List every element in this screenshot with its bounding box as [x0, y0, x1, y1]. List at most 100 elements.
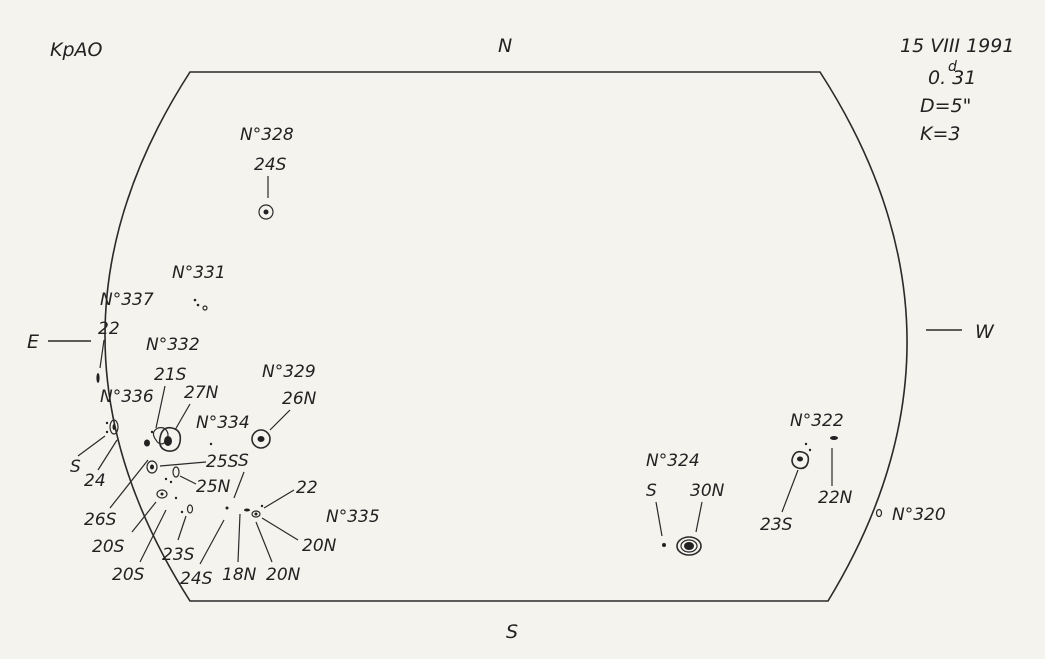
group-335-leader-18n [237, 513, 241, 563]
group-332-leader-s [155, 385, 166, 429]
solar-disk-outline [104, 71, 908, 602]
group-336-note-26s: 26S [84, 510, 117, 530]
group-336-leader-24 [97, 439, 118, 471]
sunspot-334-dot-c [209, 442, 213, 446]
group-335-note-18n: 18N [222, 565, 257, 585]
group-335-leader-20n-a [261, 517, 299, 541]
observatory-label: KpAO [50, 39, 103, 61]
group-335-note-22: 22 [296, 478, 318, 498]
sunspot-324-small [662, 543, 666, 547]
group-324-leader-30n [695, 501, 703, 533]
sunspot-331-b [196, 303, 200, 307]
group-336-note-24: 24 [84, 471, 106, 491]
group-329-label: N°329 [262, 362, 316, 382]
sunspot-336-dot-b [105, 430, 109, 434]
group-322-leader-23s [781, 469, 799, 513]
extra-note-23s: 23S [162, 545, 195, 565]
group-329-leader [269, 409, 291, 431]
sunspot-332-main-umbra [164, 436, 172, 446]
date-label: 15 VIII 1991 [900, 35, 1014, 57]
group-337-leader [99, 339, 105, 369]
group-332-note-n: 27N [184, 383, 219, 403]
group-335-note-20n-a: 20N [302, 536, 337, 556]
group-328-note: 24S [254, 155, 287, 175]
sunspot-cluster-b [186, 504, 194, 514]
group-334-note-25n: 25N [196, 477, 231, 497]
group-336-leader-26s [109, 459, 149, 509]
sunspot-329-penumbra [251, 429, 271, 449]
group-336-note-s: S [70, 457, 81, 477]
east-label: E [27, 331, 39, 353]
sunspot-332-small-umbra [144, 439, 150, 447]
group-324-note-s: S [646, 481, 657, 501]
sunspot-322-n [830, 436, 838, 440]
sunspot-335-dot-a [225, 506, 229, 510]
sunspot-328-umbra [263, 209, 269, 215]
group-332-note-s: 21S [154, 365, 187, 385]
group-322-label: N°322 [790, 411, 844, 431]
north-label: N [498, 35, 512, 57]
group-335-note-20n-b: 20N [266, 565, 301, 585]
group-334-label: N°334 [196, 413, 250, 433]
group-334-leader-25n [179, 475, 197, 485]
sunspot-334-a [146, 460, 158, 474]
group-334-note-s: S [238, 451, 249, 471]
time-sup-label: d [948, 59, 957, 75]
sunspot-332-main-penumbra [158, 426, 182, 452]
sunspot-336-dot-a [105, 421, 109, 425]
group-324-label: N°324 [646, 451, 700, 471]
sunspot-335-b [244, 508, 250, 512]
diameter-label: D=5" [920, 95, 971, 117]
sunspot-320 [875, 508, 883, 518]
sunspot-cluster-dot-a [180, 510, 184, 514]
sunspot-322-s-umbra [797, 456, 803, 462]
extra-leader-23s [177, 515, 187, 541]
sunspot-335-a [251, 510, 261, 518]
sunspot-cluster-a [156, 489, 168, 499]
k-value-label: K=3 [920, 123, 960, 145]
group-337-label: N°337 [100, 290, 154, 310]
extra-leader-20s-b [139, 509, 167, 563]
west-label: W [975, 321, 995, 343]
group-334-leader-25s [159, 461, 207, 467]
group-332-label: N°332 [146, 335, 200, 355]
extra-note-20s-a: 20S [92, 537, 125, 557]
sunspot-334-a-umbra [150, 464, 154, 470]
group-328-label: N°328 [240, 125, 294, 145]
sunspot-334-dot-a [164, 477, 168, 481]
extra-leader-24s [199, 519, 225, 565]
sunspot-336-penumbra [109, 419, 119, 435]
group-332-leader-n [174, 403, 191, 431]
sunspot-331-a [193, 298, 197, 302]
sunspot-334-dot-b [169, 480, 173, 484]
south-label: S [506, 621, 518, 643]
group-336-leader-s [77, 435, 106, 457]
group-324-note-30n: 30N [690, 481, 725, 501]
group-331-label: N°331 [172, 263, 226, 283]
group-335-label: N°335 [326, 507, 380, 527]
sunspot-328-penumbra [258, 204, 274, 220]
sunspot-337 [96, 373, 100, 383]
sunspot-332-dot [150, 430, 154, 434]
sunspot-329-umbra [257, 436, 265, 442]
group-320-label: N°320 [892, 505, 946, 525]
sunspot-322-s-penumbra [791, 450, 810, 470]
sunspot-322-dot-a [804, 442, 808, 446]
group-329-note: 26N [282, 389, 317, 409]
group-322-note-23s: 23S [760, 515, 793, 535]
group-335-leader-20n-b [255, 521, 273, 563]
group-337-note: 22 [98, 319, 120, 339]
extra-note-24s: 24S [180, 569, 213, 589]
group-334-leader-s [233, 471, 245, 499]
sunspot-335-a-umbra [254, 512, 258, 516]
group-334-note-25s: 25S [206, 452, 239, 472]
extra-note-20s-b: 20S [112, 565, 145, 585]
sunspot-324-umbra [684, 542, 694, 550]
sunspot-324-penumbra-outer [676, 536, 702, 556]
time-label: 0. 31 [928, 67, 976, 89]
page-number: 70 [500, 657, 522, 659]
sunspot-cluster-dot-b [174, 496, 178, 500]
group-336-label: N°336 [100, 387, 154, 407]
